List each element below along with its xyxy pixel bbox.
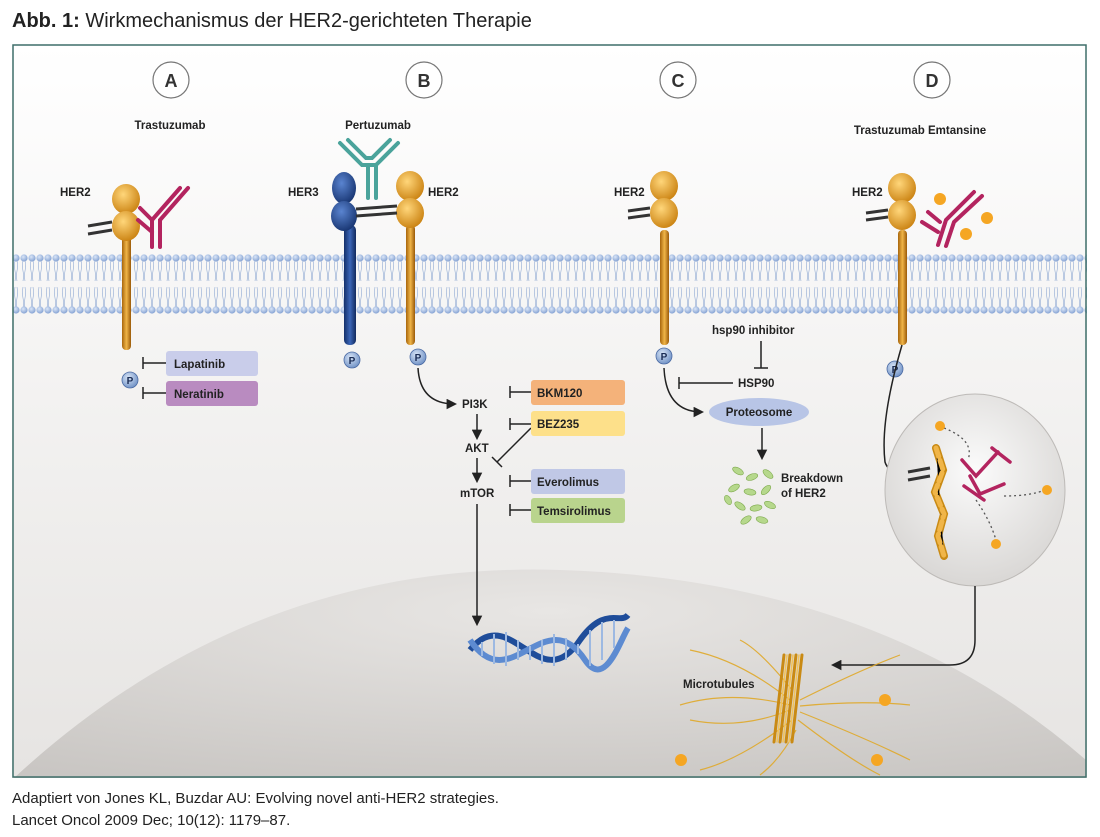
temsirolimus-box: Temsirolimus	[531, 498, 625, 523]
hsp90-inhibits-her2	[678, 377, 733, 389]
figure-title: Abb. 1: Wirkmechanismus der HER2-gericht…	[12, 10, 532, 33]
nucleus	[14, 569, 1086, 778]
her3-label: HER3	[288, 187, 319, 199]
phospho-a: P	[121, 371, 139, 389]
svg-text:A: A	[165, 71, 178, 91]
her2-fragments	[724, 466, 776, 525]
her2-label-c: HER2	[614, 187, 645, 199]
phospho-c: P	[655, 347, 673, 365]
figure-title-text: Wirkmechanismus der HER2-gerichteten The…	[85, 10, 532, 32]
inhibit-bkm120	[509, 386, 531, 398]
toxin-payloads-d	[934, 193, 993, 240]
svg-text:P: P	[349, 356, 356, 367]
panel-label-b: B	[405, 61, 443, 99]
figure-number: Abb. 1:	[12, 10, 80, 32]
neratinib-box: Neratinib	[166, 381, 258, 406]
svg-text:Lapatinib: Lapatinib	[174, 359, 225, 371]
trastuzumab-antibody	[136, 186, 190, 249]
panel-label-a: A	[152, 61, 190, 99]
bez235-box: BEZ235	[531, 411, 625, 436]
svg-text:BEZ235: BEZ235	[537, 419, 580, 431]
drug-label-pertuzumab: Pertuzumab	[345, 120, 411, 132]
caption-line-1: Adaptiert von Jones KL, Buzdar AU: Evolv…	[12, 790, 499, 807]
svg-text:Everolimus: Everolimus	[537, 477, 599, 489]
breakdown-label-1: Breakdown	[781, 473, 843, 485]
dna-helix	[467, 612, 631, 673]
svg-text:D: D	[926, 71, 939, 91]
svg-text:Temsirolimus: Temsirolimus	[537, 506, 611, 518]
inhibit-hsp90	[754, 341, 768, 369]
her2-receptor-a	[87, 184, 140, 350]
panel-label-c: C	[659, 61, 697, 99]
lapatinib-box: Lapatinib	[166, 351, 258, 376]
bkm120-box: BKM120	[531, 380, 625, 405]
inhibit-temsirolimus	[509, 504, 531, 516]
mtor-label: mTOR	[460, 488, 495, 500]
svg-text:C: C	[672, 71, 685, 91]
her2-label-d: HER2	[852, 187, 883, 199]
caption-line-2: Lancet Oncol 2009 Dec; 10(12): 1179–87.	[12, 812, 291, 829]
pertuzumab-antibody	[338, 138, 400, 200]
proteosome: Proteosome	[709, 398, 809, 426]
her2-label-b: HER2	[428, 187, 459, 199]
hsp90-label: HSP90	[738, 378, 774, 390]
inhibit-bez235-pi3k	[509, 418, 531, 430]
tdm1-antibody	[920, 190, 984, 248]
breakdown-label-2: of HER2	[781, 488, 826, 500]
her3-receptor	[331, 172, 357, 345]
pi3k-label: PI3K	[462, 399, 488, 411]
her2-receptor-d	[865, 173, 916, 345]
arrow-to-microtubules	[830, 586, 976, 671]
everolimus-box: Everolimus	[531, 469, 625, 494]
inhibit-bez235-mtor	[491, 427, 532, 468]
her2-receptor-b	[355, 171, 424, 345]
arrow-to-pi3k	[417, 367, 458, 410]
hsp90-inhibitor-label: hsp90 inhibitor	[712, 325, 795, 337]
microtubule-bundle	[675, 639, 911, 776]
frame-border	[12, 44, 1087, 778]
svg-text:B: B	[418, 71, 431, 91]
svg-text:Proteosome: Proteosome	[726, 407, 792, 419]
phospho-b2: P	[409, 348, 427, 366]
svg-text:Neratinib: Neratinib	[174, 389, 224, 401]
akt-label: AKT	[465, 443, 489, 455]
drug-label-tdm1: Trastuzumab Emtansine	[854, 125, 986, 137]
her2-label-a: HER2	[60, 187, 91, 199]
inhibit-everolimus	[509, 475, 531, 487]
svg-text:P: P	[661, 352, 668, 363]
her2-mechanism-diagram: A B C D Trastuzumab Pertuzumab Trastuzum…	[12, 44, 1087, 778]
phospho-b1: P	[343, 351, 361, 369]
panel-label-d: D	[913, 61, 951, 99]
drug-label-trastuzumab: Trastuzumab	[135, 120, 206, 132]
svg-text:P: P	[415, 353, 422, 364]
cell-membrane	[12, 254, 1087, 314]
inhibit-neratinib	[142, 387, 166, 399]
svg-text:BKM120: BKM120	[537, 388, 582, 400]
inhibit-lapatinib	[142, 357, 166, 369]
svg-text:P: P	[127, 376, 134, 387]
arrow-to-proteosome	[663, 367, 705, 418]
microtubules-label: Microtubules	[683, 679, 755, 691]
her2-receptor-c	[627, 171, 678, 345]
endosome-vesicle	[884, 393, 1066, 587]
